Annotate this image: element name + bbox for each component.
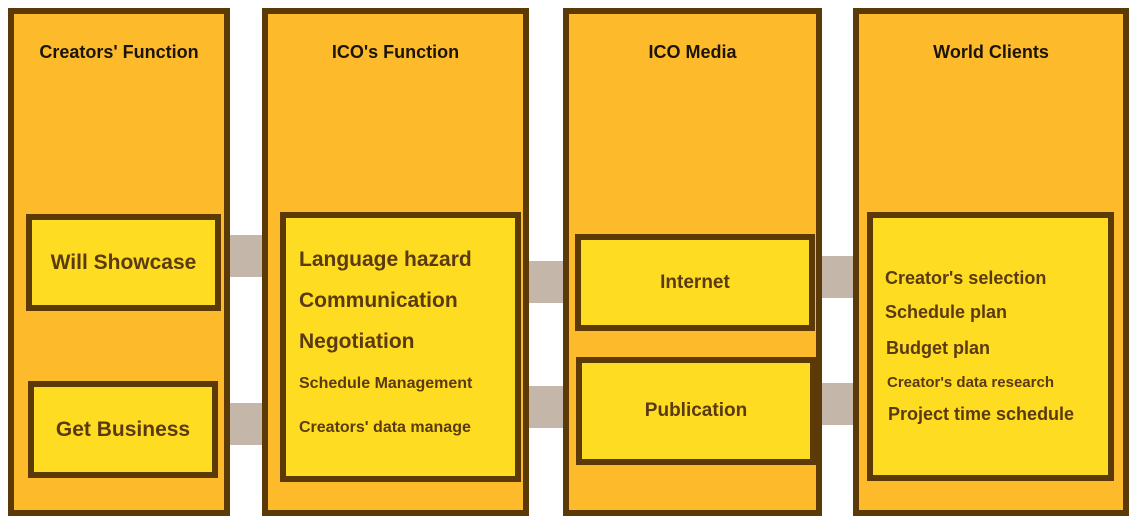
ico-item-schedule-management: Schedule Management — [299, 375, 473, 392]
client-item-creators-selection: Creator's selection — [885, 268, 1047, 288]
ico-item-creators-data-manage: Creators' data manage — [299, 419, 471, 436]
ico-item-language-hazard: Language hazard — [299, 248, 472, 271]
connector-ico-to-media-top — [527, 261, 565, 303]
column-ico-media: ICO Media Internet Publication — [563, 8, 822, 516]
column-world-clients: World Clients Creator's selection Schedu… — [853, 8, 1129, 516]
connector-creators-to-ico-bottom — [229, 403, 264, 445]
column-title: ICO Media — [648, 42, 737, 62]
column-creators-function: Creators' Function Will Showcase Get Bus… — [8, 8, 230, 516]
client-item-project-time-schedule: Project time schedule — [888, 404, 1075, 424]
will-showcase-label: Will Showcase — [50, 250, 197, 274]
get-business-label: Get Business — [55, 417, 191, 441]
column-ico-function: ICO's Function Language hazard Communica… — [262, 8, 529, 516]
client-item-schedule-plan: Schedule plan — [885, 302, 1008, 322]
clients-box: Creator's selection Schedule plan Budget… — [867, 212, 1114, 481]
column-title: Creators' Function — [39, 42, 199, 62]
ico-function-box: Language hazard Communication Negotiatio… — [280, 212, 521, 482]
publication-box: Publication — [576, 357, 816, 465]
publication-label: Publication — [644, 400, 748, 421]
connector-creators-to-ico-top — [229, 235, 264, 277]
internet-box: Internet — [575, 234, 815, 331]
ico-item-negotiation: Negotiation — [299, 330, 415, 353]
column-title: ICO's Function — [331, 42, 460, 62]
client-item-creators-data-research: Creator's data research — [887, 374, 1054, 391]
internet-label: Internet — [660, 271, 730, 293]
connector-ico-to-media-bottom — [527, 386, 565, 428]
will-showcase-box: Will Showcase — [26, 214, 221, 311]
connector-media-to-clients-top — [820, 256, 855, 298]
column-title: World Clients — [933, 42, 1049, 62]
client-item-budget-plan: Budget plan — [886, 338, 990, 358]
get-business-box: Get Business — [28, 381, 218, 478]
connector-media-to-clients-bottom — [820, 383, 855, 425]
ico-item-communication: Communication — [299, 289, 458, 312]
